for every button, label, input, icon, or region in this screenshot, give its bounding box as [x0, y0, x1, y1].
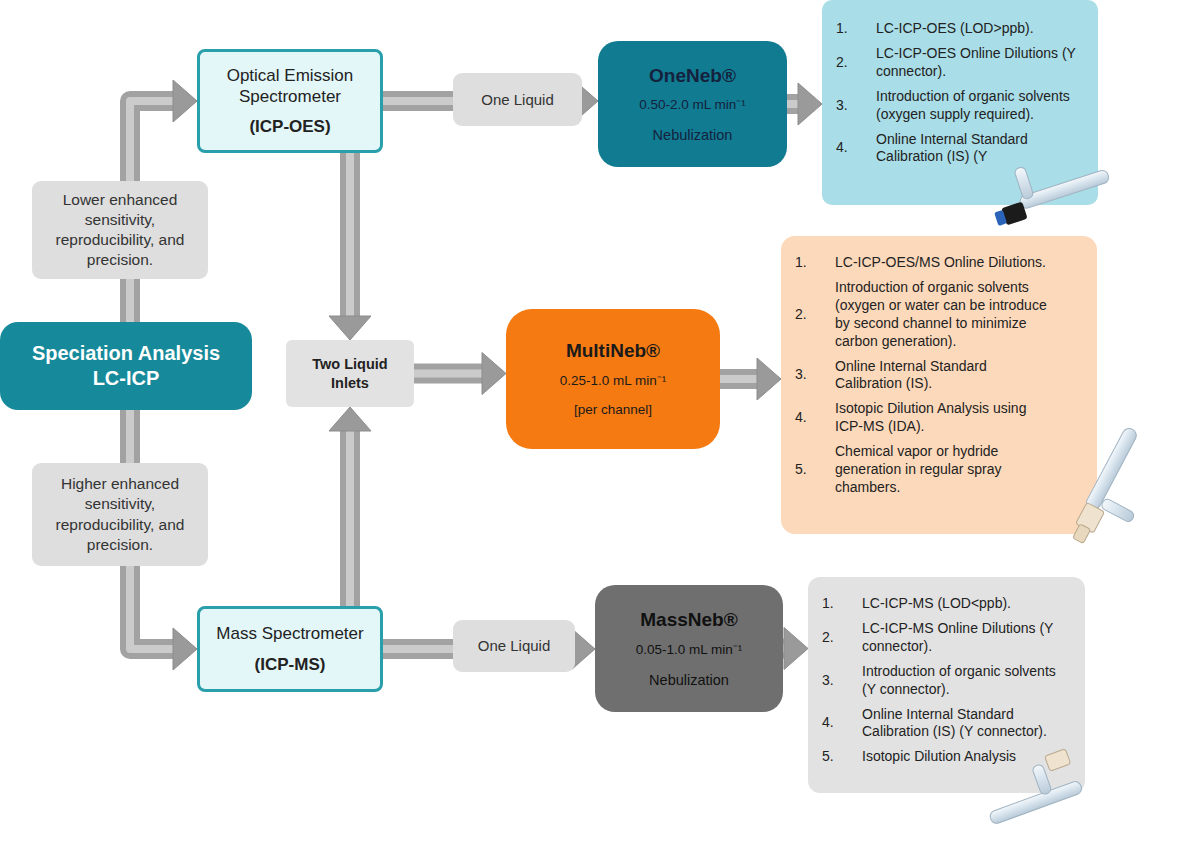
arrow-head — [482, 353, 506, 395]
pipe-shaft — [340, 431, 360, 606]
list-number: 3. — [822, 672, 834, 690]
list-number: 5. — [795, 461, 807, 479]
arrow-head — [173, 80, 197, 122]
main-topic: Speciation Analysis LC-ICP — [14, 341, 238, 391]
list-item: Isotopic Dilution Analysis — [862, 748, 1016, 766]
flow-rate: 0.05-1.0 mL min⁻¹ — [636, 642, 743, 659]
arrow-head — [173, 628, 197, 670]
instrument-name: Optical Emission Spectrometer — [210, 65, 370, 108]
list-number: 4. — [836, 139, 848, 157]
pipe-highlight — [787, 100, 798, 108]
arrow-head — [329, 407, 371, 431]
nebulizer-cap — [1001, 202, 1027, 226]
list-item: Isotopic Dilution Analysis using ICP-MS … — [835, 400, 1047, 436]
process-box: MassNeb® 0.05-1.0 mL min⁻¹ Nebulization — [595, 585, 783, 712]
list-item: Chemical vapor or hydride generation in … — [835, 443, 1047, 497]
list-item: LC-ICP-OES Online Dilutions (Y connector… — [876, 45, 1084, 81]
list-number: 2. — [836, 54, 848, 72]
product-note: Nebulization — [653, 126, 733, 144]
list-number: 2. — [795, 306, 807, 324]
pipe-highlight — [720, 375, 757, 383]
product-name: MassNeb® — [640, 608, 737, 632]
edge-label: Lower enhanced sensitivity, reproducibil… — [32, 181, 208, 279]
list-number: 3. — [836, 97, 848, 115]
pipe-shaft — [340, 153, 360, 316]
product-name: OneNeb® — [649, 64, 736, 88]
arrow-connector — [329, 153, 371, 340]
flow-rate: 0.50-2.0 mL min⁻¹ — [639, 97, 746, 114]
instrument-code: (ICP-OES) — [249, 116, 330, 137]
process-box: Optical Emission Spectrometer (ICP-OES) — [197, 49, 383, 153]
arrow-head — [798, 83, 822, 125]
process-box: OneNeb® 0.50-2.0 mL min⁻¹ Nebulization — [598, 41, 787, 167]
list-item: LC-ICP-OES/MS Online Dilutions. — [835, 254, 1046, 272]
arrow-connector — [720, 358, 781, 400]
pipe-highlight — [346, 153, 354, 316]
pipe-shaft — [787, 94, 798, 114]
list-number: 4. — [822, 714, 834, 732]
list-number: 2. — [822, 629, 834, 647]
product-note: Nebulization — [649, 671, 729, 689]
list-item: LC-ICP-OES (LOD>ppb). — [876, 20, 1034, 38]
arrow-connector — [329, 407, 371, 606]
list-item: LC-ICP-MS Online Dilutions (Y connector)… — [862, 620, 1071, 656]
flow-rate: 0.25-1.0 mL min⁻¹ — [560, 373, 667, 390]
process-box: Speciation Analysis LC-ICP — [0, 322, 252, 410]
arrow-head — [757, 358, 781, 400]
list-item: Introduction of organic solvents (Y conn… — [862, 663, 1071, 699]
edge-label: Higher enhanced sensitivity, reproducibi… — [32, 463, 208, 566]
list-number: 5. — [822, 748, 834, 766]
list-item: Online Internal Standard Calibration (IS… — [862, 706, 1071, 742]
list-number: 1. — [836, 20, 848, 38]
list-number: 1. — [822, 595, 834, 613]
process-box: Two Liquid Inlets — [286, 340, 414, 407]
feature-list-box: 1. LC-ICP-OES (LOD>ppb). 2. LC-ICP-OES Onli… — [822, 0, 1098, 205]
pipe-shaft — [414, 364, 482, 384]
edge-label: One Liquid — [453, 620, 575, 672]
edge-label: One Liquid — [453, 73, 582, 126]
pipe-highlight — [414, 370, 482, 378]
arrow-head — [784, 628, 808, 670]
list-number: 1. — [795, 254, 807, 272]
arrow-connector — [414, 353, 506, 395]
arrow-head — [329, 316, 371, 340]
pipe-highlight — [346, 431, 354, 606]
product-note: [per channel] — [574, 402, 652, 419]
arrow-connector — [783, 628, 808, 670]
list-item: LC-ICP-MS (LOD<ppb). — [862, 595, 1011, 613]
arrow-connector — [787, 83, 822, 125]
list-item: Introduction of organic solvents (oxygen… — [835, 279, 1047, 351]
list-item: Online Internal Standard Calibration (IS… — [876, 131, 1084, 167]
nebulizer-fitting — [994, 210, 1007, 226]
product-name: MultiNeb® — [566, 339, 660, 363]
feature-list-box: 1. LC-ICP-OES/MS Online Dilutions. 2. Intro… — [781, 236, 1097, 534]
list-number: 3. — [795, 366, 807, 384]
list-item: Online Internal Standard Calibration (IS… — [835, 358, 1047, 394]
process-box: Mass Spectrometer (ICP-MS) — [197, 606, 383, 692]
junction-label: Two Liquid Inlets — [294, 355, 406, 391]
pipe-shaft — [720, 369, 757, 389]
process-box: MultiNeb® 0.25-1.0 mL min⁻¹ [per channel] — [506, 309, 720, 449]
list-item: Introduction of organic solvents (oxygen… — [876, 88, 1084, 124]
feature-list-box: 1. LC-ICP-MS (LOD<ppb). 2. LC-ICP-MS Online… — [808, 577, 1085, 793]
nebulizer-arm — [1100, 498, 1135, 524]
instrument-name: Mass Spectrometer — [216, 623, 363, 644]
instrument-code: (ICP-MS) — [255, 654, 326, 675]
list-number: 4. — [795, 409, 807, 427]
